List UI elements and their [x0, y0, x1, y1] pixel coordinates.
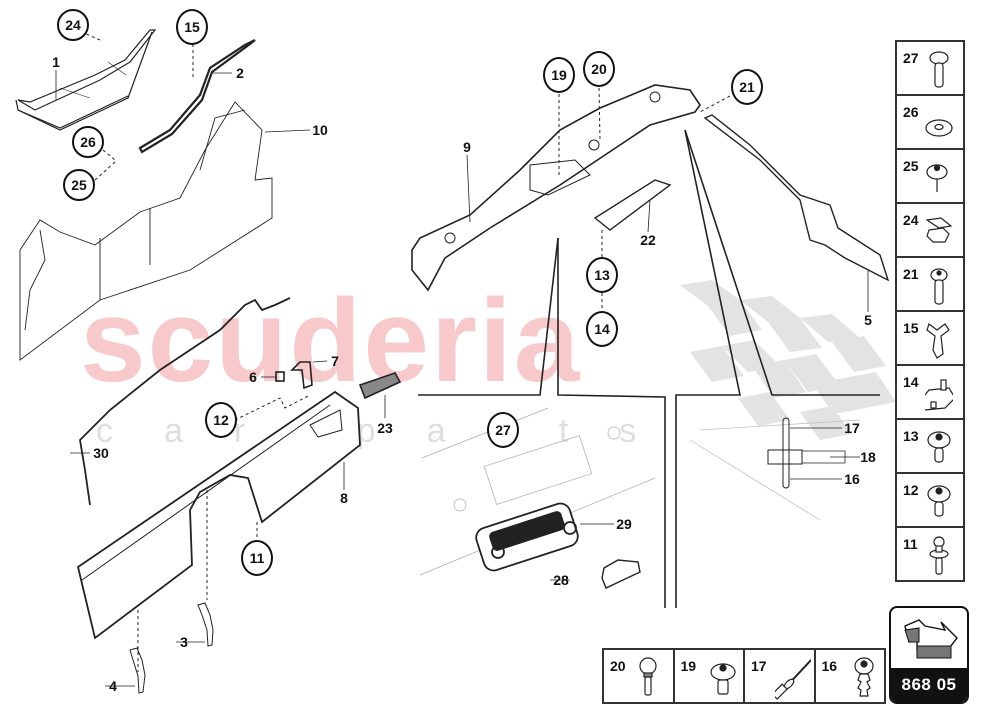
part-5-pillar	[703, 114, 890, 282]
blind-rivet-icon	[775, 659, 811, 700]
rivet-clip-icon	[926, 164, 948, 192]
direction-arrow-icon	[904, 619, 958, 659]
circled-callout-13: 13	[586, 257, 618, 293]
circled-callout-27: 27	[487, 412, 519, 448]
leader-lines	[58, 21, 731, 312]
fastener-legend-column: 27 26 25 24 21 15 14 13	[895, 40, 965, 582]
circled-callout-25: 25	[63, 169, 95, 201]
fastener-cell-27: 27	[897, 42, 963, 96]
circled-callout-24: 24	[57, 9, 89, 41]
callout-10: 10	[312, 122, 328, 138]
part-6-clip	[275, 371, 285, 382]
christmas-tree-clip-icon	[853, 657, 874, 697]
fastener-cell-11: 11	[897, 528, 963, 582]
callout-17: 17	[844, 420, 860, 436]
flange-screw-icon	[709, 663, 736, 695]
detail-frames	[418, 129, 880, 608]
part-4-bracket	[129, 647, 146, 694]
pan-head-screw-icon	[929, 51, 949, 88]
fastener-cell-19: 19	[675, 650, 745, 702]
fastener-cell-24: 24	[897, 204, 963, 258]
callout-3: 3	[180, 634, 188, 650]
ball-stud-icon	[929, 536, 949, 575]
part-7-bracket	[290, 361, 313, 390]
callout-4: 4	[109, 678, 117, 694]
callout-leader-lines	[55, 70, 869, 687]
circled-callout-12: 12	[205, 402, 237, 438]
dashed-leader	[234, 394, 311, 421]
brand-watermark: scuderia	[80, 275, 582, 407]
spring-clip-icon	[925, 217, 953, 243]
long-screw-icon	[930, 268, 948, 305]
part-3-bracket	[197, 602, 214, 647]
part-23-switch	[358, 372, 402, 400]
circled-callout-19: 19	[543, 57, 575, 93]
subtitle-watermark: car parts	[96, 412, 688, 450]
callout-2: 2	[236, 65, 244, 81]
callout-8: 8	[340, 490, 348, 506]
fastener-cell-26: 26	[897, 96, 963, 150]
callout-22: 22	[640, 232, 656, 248]
part-29-overhead-control	[475, 502, 579, 572]
part-10-panel	[19, 101, 273, 361]
retainer-plate-icon	[925, 379, 953, 411]
callout-5: 5	[864, 312, 872, 328]
detail-16-18	[689, 417, 861, 521]
fastener-cell-17: 17	[745, 650, 816, 702]
tie-clip-icon	[926, 323, 950, 359]
diagram-code: 868 05	[891, 668, 967, 702]
fastener-cell-12: 12	[897, 474, 963, 528]
fastener-legend-row: 20 19 17 16	[602, 648, 886, 704]
callout-28: 28	[553, 572, 569, 588]
circled-callout-20: 20	[583, 51, 615, 87]
part-30-cable	[79, 297, 291, 506]
part-1-tray	[15, 29, 157, 131]
circled-callout-14: 14	[586, 311, 618, 347]
callout-23: 23	[377, 420, 393, 436]
part-8-lower-trim	[76, 390, 361, 640]
fastener-cell-25: 25	[897, 150, 963, 204]
circled-callout-26: 26	[72, 126, 104, 158]
washer-icon	[925, 119, 953, 137]
callout-29: 29	[616, 516, 632, 532]
callout-7: 7	[331, 353, 339, 369]
circled-callout-11: 11	[241, 540, 273, 576]
callout-1: 1	[52, 54, 60, 70]
button-head-screw-icon	[927, 431, 951, 463]
callout-16: 16	[844, 471, 860, 487]
ball-stud-screw-icon	[639, 657, 657, 696]
part-22-light	[593, 179, 672, 231]
fastener-cell-15: 15	[897, 312, 963, 366]
part-9-roof-console	[411, 84, 701, 292]
part-2-rail	[138, 39, 256, 154]
callout-9: 9	[463, 139, 471, 155]
circled-callout-21: 21	[731, 69, 763, 105]
section-reference-badge[interactable]: 868 05	[889, 606, 969, 704]
fastener-cell-20: 20	[604, 650, 675, 702]
fastener-cell-13: 13	[897, 420, 963, 474]
callout-6: 6	[249, 369, 257, 385]
callout-18: 18	[860, 449, 876, 465]
fastener-cell-14: 14	[897, 366, 963, 420]
fastener-cell-16: 16	[816, 650, 885, 702]
fastener-cell-21: 21	[897, 258, 963, 312]
callout-30: 30	[93, 445, 109, 461]
button-head-screw-icon	[927, 485, 951, 517]
part-28-button	[601, 559, 641, 589]
circled-callout-15: 15	[176, 9, 208, 45]
